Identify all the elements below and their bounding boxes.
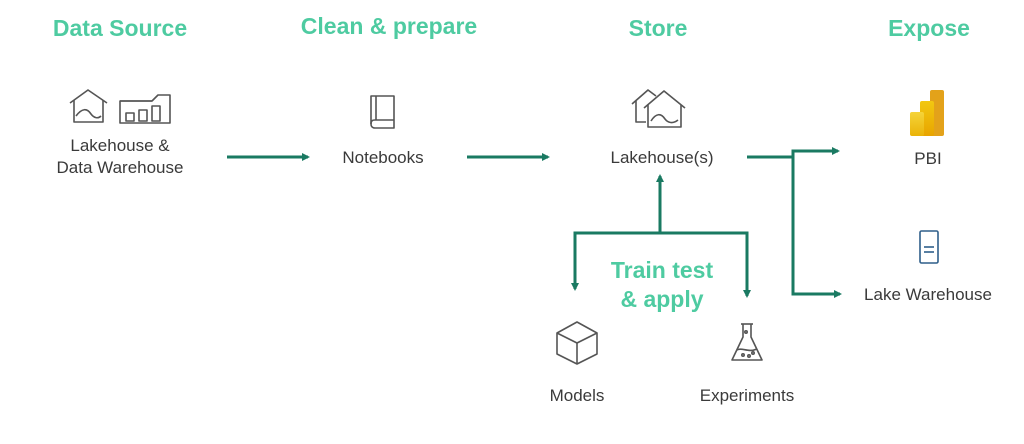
heading-clean-prepare: Clean & prepare xyxy=(300,13,478,39)
heading-train-line2: & apply xyxy=(620,286,704,312)
source-label: Lakehouse & Data Warehouse xyxy=(57,135,184,179)
lake-warehouse-label: Lake Warehouse xyxy=(864,285,992,304)
heading-train-test-apply: Train test & apply xyxy=(611,256,713,314)
heading-expose: Expose xyxy=(888,15,970,41)
arrow-lakehouse-to-lake-warehouse xyxy=(791,157,842,298)
heading-store: Store xyxy=(628,15,688,41)
arrow-train-to-models xyxy=(571,231,660,291)
cube-icon xyxy=(556,321,598,365)
notebook-icon xyxy=(370,95,395,129)
warehouse-icon xyxy=(119,94,171,124)
heading-data-source: Data Source xyxy=(52,15,188,41)
warehouse-server-icon xyxy=(919,230,939,264)
arrow-lakehouse-to-pbi xyxy=(747,147,840,159)
source-label-line1: Lakehouse & xyxy=(70,136,170,155)
source-label-line2: Data Warehouse xyxy=(56,158,184,177)
heading-train-line1: Train test xyxy=(610,257,714,283)
arrow-train-to-experiments xyxy=(660,231,751,298)
models-label: Models xyxy=(549,386,605,405)
notebooks-label: Notebooks xyxy=(342,148,424,167)
pbi-label: PBI xyxy=(914,149,942,168)
store-lakehouse-icon xyxy=(631,89,686,128)
experiments-label: Experiments xyxy=(699,386,795,405)
lakehouses-label: Lakehouse(s) xyxy=(610,148,714,167)
power-bi-icon xyxy=(910,90,944,136)
flask-icon xyxy=(731,323,763,361)
lakehouse-icon xyxy=(69,89,108,123)
